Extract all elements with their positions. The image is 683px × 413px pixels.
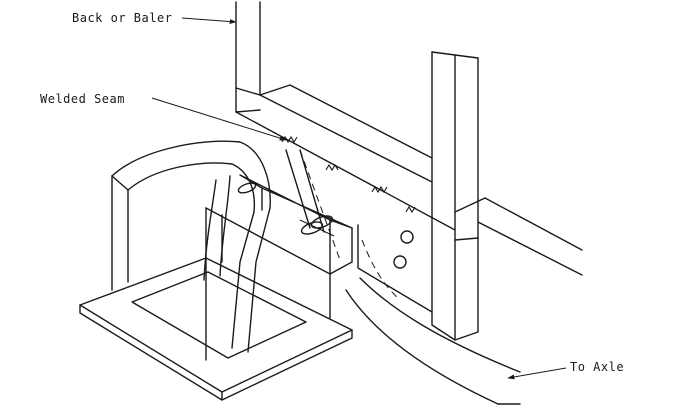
back-or-baler-leader [181, 17, 237, 24]
label-to-axle: To Axle [570, 360, 624, 374]
welded-seam-leader [151, 97, 287, 141]
slot-hole [237, 182, 257, 194]
bolt-hole [393, 255, 407, 269]
bolt-hole [400, 230, 414, 244]
mounting-plate [357, 224, 433, 313]
leader-lines [151, 17, 567, 380]
base-plate [79, 257, 353, 401]
axle-bar [345, 239, 521, 405]
label-back-or-baler: Back or Baler [72, 11, 172, 25]
label-welded-seam: Welded Seam [40, 92, 125, 106]
baler-frame [235, 1, 583, 341]
to-axle-leader [507, 367, 567, 380]
arch-bracket [111, 140, 271, 353]
hitch-bracket [205, 149, 353, 361]
